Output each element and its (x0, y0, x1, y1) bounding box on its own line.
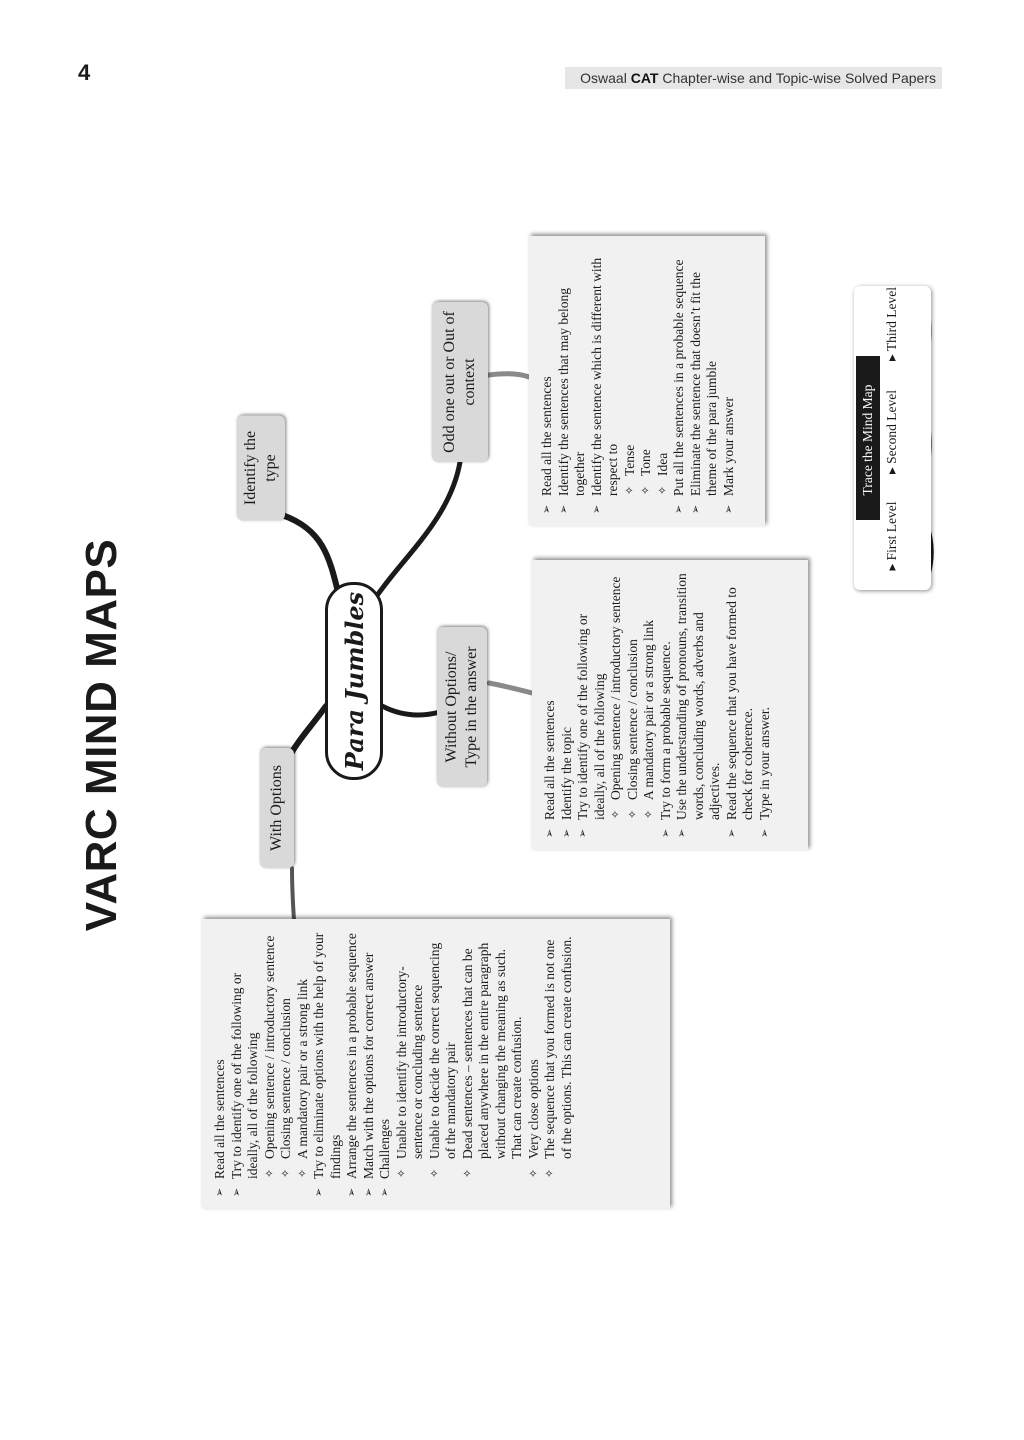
box-with-options: Read all the sentencesTry to identify on… (202, 919, 670, 1209)
with-options-item: Unable to decide the correct sequencing … (427, 931, 460, 1197)
link-center-identify (279, 512, 343, 603)
with-options-item: Match with the options for correct answe… (361, 931, 378, 1197)
link-center-with (289, 703, 329, 755)
publisher-name: Oswaal (580, 70, 627, 86)
without-options-item: Try to identify one of the following or … (575, 572, 608, 838)
odd-one-out-item: Read all the sentences (539, 248, 556, 514)
with-options-list: Read all the sentencesTry to identify on… (212, 931, 575, 1197)
with-options-item: Dead sentences – sentences that can be p… (460, 931, 526, 1197)
odd-one-out-item: Identify the sentence which is different… (589, 248, 622, 514)
box-odd-one-out: Read all the sentencesIdentify the sente… (529, 236, 765, 526)
without-options-item: Identify the topic (559, 572, 576, 838)
with-options-item: The sequence that you formed is not one … (542, 931, 575, 1197)
page-number: 4 (78, 60, 91, 85)
with-options-item: Closing sentence / conclusion (278, 931, 295, 1197)
center-node: Para Jumbles (325, 582, 383, 780)
without-options-item: Read all the sentences (542, 572, 559, 838)
node-identify-type: Identify the type (237, 415, 285, 521)
legend-third-level: ▸ Third Level (884, 286, 899, 362)
node-odd-one-out: Odd one out or Out of context (432, 302, 488, 462)
without-options-list: Read all the sentencesIdentify the topic… (542, 572, 773, 838)
book-subtitle: Chapter-wise and Topic-wise Solved Paper… (662, 70, 936, 86)
without-options-item: Closing sentence / conclusion (625, 572, 642, 838)
link-odd-box (486, 371, 532, 380)
legend-second-label: Second Level (884, 389, 899, 464)
legend-third-label: Third Level (884, 286, 899, 352)
with-options-item: Opening sentence / introductory sentence (262, 931, 279, 1197)
odd-one-out-item: Mark your answer (721, 248, 738, 514)
with-options-item: Arrange the sentences in a probable sequ… (344, 931, 361, 1197)
node-with-options: With Options (260, 748, 294, 868)
with-options-item: Try to eliminate options with the help o… (311, 931, 344, 1197)
legend-title-bar (856, 356, 880, 520)
with-options-item: Very close options (526, 931, 543, 1197)
with-options-item: A mandatory pair or a strong link (295, 931, 312, 1197)
legend-first-level: ▸ First Level (884, 501, 899, 571)
odd-one-out-item: Tense (622, 248, 639, 514)
running-header: Oswaal CAT Chapter-wise and Topic-wise S… (565, 67, 942, 89)
without-options-item: A mandatory pair or a strong link (641, 572, 658, 838)
legend-second-level: ▸ Second Level (884, 389, 899, 475)
legend-title: Trace the Mind Map (860, 384, 875, 496)
odd-one-out-list: Read all the sentencesIdentify the sente… (539, 248, 737, 514)
with-options-item: Unable to identify the introductory-sent… (394, 931, 427, 1197)
link-center-odd (371, 459, 463, 603)
with-options-item: Try to identify one of the following or … (229, 931, 262, 1197)
without-options-item: Opening sentence / introductory sentence (608, 572, 625, 838)
without-options-item: Use the understanding of pronouns, trans… (674, 572, 724, 838)
without-options-item: Type in your answer. (757, 572, 774, 838)
without-options-item: Read the sequence that you have formed t… (724, 572, 757, 838)
without-options-item: Try to form a probable sequence. (658, 572, 675, 838)
legend-first-label: First Level (884, 501, 899, 561)
with-options-item: Read all the sentences (212, 931, 229, 1197)
with-options-item: Challenges (377, 931, 394, 1197)
odd-one-out-item: Identify the sentences that may belong t… (556, 248, 589, 514)
link-center-without (379, 703, 443, 718)
odd-one-out-item: Tone (638, 248, 655, 514)
box-without-options: Read all the sentencesIdentify the topic… (532, 560, 808, 850)
odd-one-out-item: Idea (655, 248, 672, 514)
link-without-box (486, 680, 535, 696)
node-without-options: Without Options/ Type in the answer (437, 627, 487, 787)
book-code: CAT (630, 70, 659, 86)
odd-one-out-item: Put all the sentences in a probable sequ… (671, 248, 688, 514)
link-with-box (290, 866, 296, 922)
odd-one-out-item: Eliminate the sentence that doesn’t fit … (688, 248, 721, 514)
